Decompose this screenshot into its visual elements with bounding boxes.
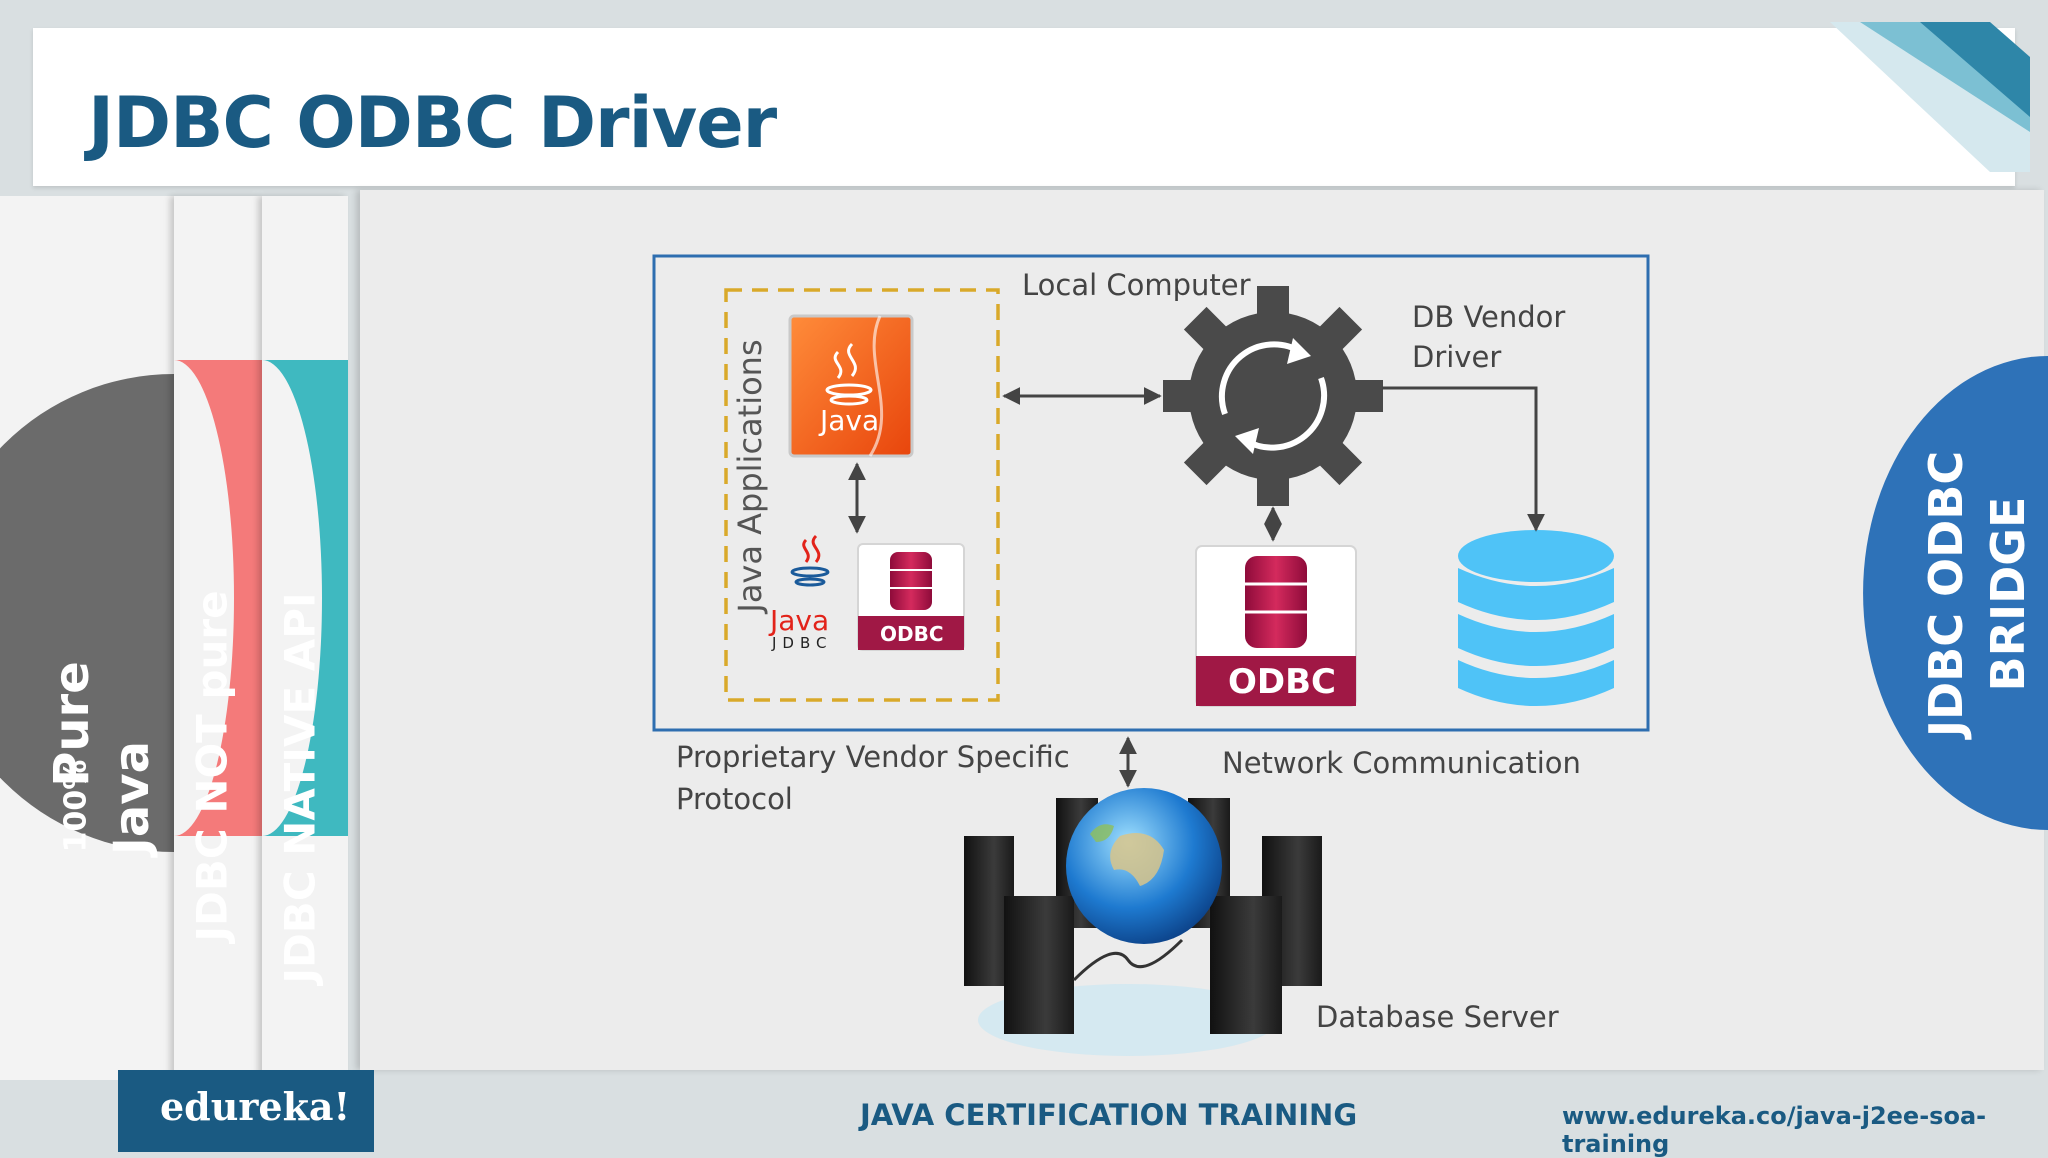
label-database-server: Database Server [1316, 1000, 1559, 1034]
java-applications-box [724, 288, 1000, 702]
title-bar [33, 28, 2015, 186]
label-proprietary-line2: Protocol [676, 782, 793, 816]
tab-jdbc-not-pure[interactable]: JDBC NOT pure [174, 196, 262, 1080]
page-title: JDBC ODBC Driver [88, 82, 777, 164]
label-db-vendor-line1: DB Vendor [1412, 300, 1566, 334]
odbc-big-label: ODBC [1228, 662, 1336, 702]
label-local-computer: Local Computer [1022, 268, 1251, 302]
odbc-db-icon-big [1195, 545, 1357, 707]
tab-jdbc-native-api[interactable]: JDBC NATIVE API [262, 196, 348, 1080]
odbc-db-icon-small [857, 543, 965, 651]
globe-server-icon [964, 788, 1322, 1056]
java-jdbc-logo-text: Java [770, 604, 830, 637]
tab-jdbc-odbc-bridge[interactable] [1858, 356, 2048, 830]
java-logo-text: Java [820, 404, 880, 437]
label-network-communication: Network Communication [1222, 746, 1581, 780]
gear-sync-icon [1163, 286, 1383, 506]
jdbc-sub-text: JDBC [772, 634, 833, 652]
label-proprietary-line1: Proprietary Vendor Specific [676, 740, 1070, 774]
tab-100-pure-java[interactable]: 100% Pure Java [0, 196, 174, 1080]
corner-decoration [1830, 22, 2030, 172]
edureka-logo-text: edureka! [160, 1084, 351, 1129]
footer-url-link[interactable]: www.edureka.co/java-j2ee-soa-training [1562, 1102, 1987, 1158]
java-jdbc-icon [790, 534, 830, 587]
java-icon [788, 314, 914, 458]
label-java-applications: Java Applications [731, 339, 769, 613]
footer-course-title: JAVA CERTIFICATION TRAINING [860, 1098, 1358, 1132]
odbc-small-label: ODBC [880, 622, 944, 646]
local-computer-box [652, 254, 1650, 732]
edureka-logo[interactable]: edureka! [118, 1070, 374, 1152]
label-db-vendor-line2: Driver [1412, 340, 1502, 374]
database-icon [1458, 530, 1614, 706]
